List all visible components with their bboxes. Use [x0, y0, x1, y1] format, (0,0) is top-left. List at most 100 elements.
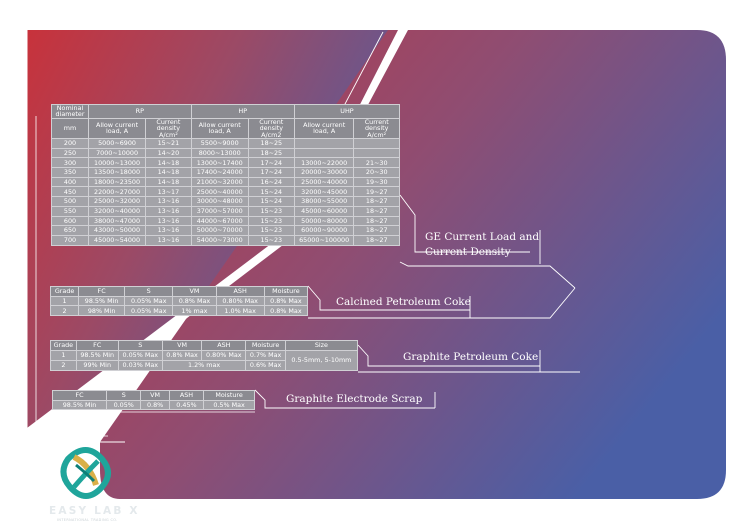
- table-cell: 32000~40000: [87, 205, 147, 217]
- table-cell: 1.0% Max: [215, 305, 265, 317]
- table-cell: 700: [51, 234, 89, 246]
- table-cell: 38000~47000: [87, 215, 147, 227]
- table-cell: 650: [51, 225, 89, 236]
- table-header-cell: ASH: [215, 286, 265, 297]
- table-header-cell: VM: [140, 390, 170, 401]
- table-header-cell: S: [106, 390, 142, 401]
- table-cell: [353, 147, 400, 159]
- table-cell: 14~20: [145, 147, 192, 159]
- table-header-cell: S: [117, 340, 163, 351]
- table-cell: 25000~40000: [293, 176, 355, 188]
- table-cell: 2: [50, 360, 77, 371]
- table-cell: 18~27: [353, 205, 400, 217]
- main-color-panel: [100, 30, 726, 499]
- table-cell: [353, 138, 400, 149]
- table-cell: 15~23: [247, 215, 295, 227]
- ge-current-title-line2: Current Density: [425, 246, 511, 258]
- table-cell: 13000~17400: [190, 157, 249, 169]
- table-cell: 300: [51, 157, 89, 169]
- table-cell: 5500~9000: [190, 138, 249, 149]
- table-cell: 0.8% Max: [161, 350, 203, 361]
- table-cell: 16~24: [247, 176, 295, 188]
- table-cell: 1% max: [172, 305, 217, 317]
- table-header-cell: ASH: [168, 390, 205, 401]
- table-cell: 21~30: [353, 157, 400, 169]
- calcined-coke-title: Calcined Petroleum Coke: [336, 296, 471, 308]
- table-cell: 60000~90000: [293, 225, 355, 236]
- table-cell: 15~23: [247, 205, 295, 217]
- table-cell: 17~24: [247, 157, 295, 169]
- table-cell: 0.6% Max: [245, 360, 286, 371]
- table-cell: 15~21: [145, 138, 192, 149]
- table-header-cell: Moisture: [203, 390, 255, 401]
- size-cell: 0.5-5mm, 5-10mm: [284, 350, 359, 371]
- hp-header: HP: [190, 104, 295, 119]
- table-cell: 98.5% Min: [51, 399, 108, 410]
- table-cell: 54000~73000: [190, 234, 249, 246]
- table-cell: 550: [51, 205, 89, 217]
- table-cell: 13~16: [145, 225, 192, 236]
- calcined-coke-table: Grade FC S VM ASH Moisture 1 98.5% Min 0…: [49, 286, 309, 317]
- table-cell: 17400~24000: [190, 167, 249, 178]
- table-cell: 37000~57000: [190, 205, 249, 217]
- table-cell: [293, 147, 355, 159]
- table-cell: 43000~50000: [87, 225, 147, 236]
- table-cell: 99% Min: [75, 360, 119, 371]
- table-cell: 0.05% Max: [124, 295, 174, 307]
- table-cell: 0.45%: [168, 399, 205, 410]
- hp-allow-header: Allow current load, A: [190, 117, 249, 140]
- scrap-title: Graphite Electrode Scrap: [286, 393, 423, 405]
- table-cell: 18~27: [353, 225, 400, 236]
- table-cell: 1: [50, 350, 77, 361]
- table-cell: 18~27: [353, 234, 400, 246]
- company-logo: [60, 447, 111, 499]
- table-cell: 50000~80000: [293, 215, 355, 227]
- table-cell: 13~16: [145, 205, 192, 217]
- table-cell: 0.5% Max: [203, 399, 255, 410]
- table-cell: 0.8% Max: [172, 295, 217, 307]
- table-cell: 25000~32000: [87, 196, 147, 207]
- table-cell: 0.8% Max: [263, 295, 309, 307]
- table-cell: 45000~60000: [293, 205, 355, 217]
- table-cell: 13500~18000: [87, 167, 147, 178]
- table-cell: 0.05% Max: [117, 350, 163, 361]
- uhp-header: UHP: [293, 104, 401, 119]
- table-header-cell: VM: [161, 340, 203, 351]
- table-cell: 0.8%: [140, 399, 170, 410]
- table-cell: 0.05% Max: [124, 305, 174, 317]
- table-cell: 19~27: [353, 186, 400, 198]
- table-cell: 25000~40000: [190, 186, 249, 198]
- table-cell: 8000~13000: [190, 147, 249, 159]
- table-cell: 10000~13000: [87, 157, 147, 169]
- table-header-cell: Moisture: [263, 286, 309, 297]
- brand-tagline: INTERNATIONAL TRADING CO.: [57, 518, 118, 522]
- rp-density-header: Current density A/cm²: [145, 117, 192, 140]
- table-cell: 18000~23500: [87, 176, 147, 188]
- table-cell: 98% Min: [78, 305, 126, 317]
- table-cell: 0.7% Max: [245, 350, 286, 361]
- table-cell: 98.5% Min: [75, 350, 119, 361]
- table-cell: 20~30: [353, 167, 400, 178]
- table-cell: 15~24: [247, 196, 295, 207]
- table-cell: 1.2% max: [161, 360, 247, 371]
- table-header-cell: Grade: [50, 340, 77, 351]
- table-cell: 14~18: [145, 167, 192, 178]
- table-cell: 19~30: [353, 176, 400, 188]
- table-cell: 13~17: [145, 186, 192, 198]
- table-cell: 13~16: [145, 215, 192, 227]
- table-cell: 0.8% Max: [263, 305, 309, 317]
- table-header-cell: Moisture: [245, 340, 286, 351]
- table-cell: 22000~27000: [87, 186, 147, 198]
- table-cell: 0.05%: [106, 399, 142, 410]
- table-cell: 14~18: [145, 157, 192, 169]
